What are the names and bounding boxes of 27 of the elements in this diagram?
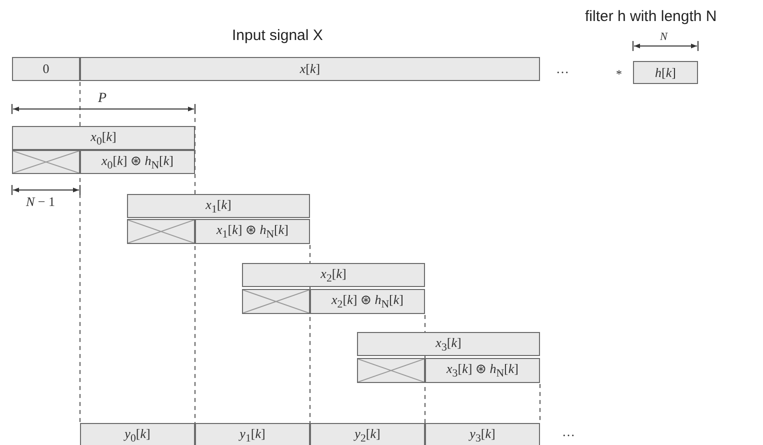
crossed-out-block bbox=[357, 358, 425, 383]
signal-block: x$_{1}$[k] ⊛ h$_{N}$[k] bbox=[195, 219, 310, 244]
signal-block: x$_{0}$[k] ⊛ h$_{N}$[k] bbox=[80, 150, 195, 174]
signal-block: y$_{2}$[k] bbox=[310, 423, 425, 445]
signal-block: x$_{3}$[k] bbox=[357, 332, 540, 356]
signal-block: x$_{2}$[k] ⊛ h$_{N}$[k] bbox=[310, 289, 425, 314]
dimension-label: N bbox=[660, 31, 668, 43]
dimension-label: P bbox=[98, 91, 107, 107]
signal-block: x$_{1}$[k] bbox=[127, 194, 310, 218]
heading: Input signal X bbox=[232, 27, 323, 44]
signal-block: 0 bbox=[12, 57, 80, 81]
signal-block: x$_{2}$[k] bbox=[242, 263, 425, 287]
signal-block: h[k] bbox=[633, 61, 698, 84]
heading: filter h with length N bbox=[585, 8, 717, 25]
crossed-out-block bbox=[12, 150, 80, 174]
signal-block: x$_{0}$[k] bbox=[12, 126, 195, 150]
signal-block: x[k] bbox=[80, 57, 540, 81]
dimension-label: N − 1 bbox=[26, 194, 56, 210]
signal-block: x$_{3}$[k] ⊛ h$_{N}$[k] bbox=[425, 358, 540, 383]
signal-block: y$_{0}$[k] bbox=[80, 423, 195, 445]
crossed-out-block bbox=[127, 219, 195, 244]
signal-block: y$_{3}$[k] bbox=[425, 423, 540, 445]
signal-block: y$_{1}$[k] bbox=[195, 423, 310, 445]
crossed-out-block bbox=[242, 289, 310, 314]
convolution-symbol: * bbox=[616, 67, 622, 82]
ellipsis: … bbox=[556, 61, 569, 77]
ellipsis: … bbox=[562, 424, 575, 440]
